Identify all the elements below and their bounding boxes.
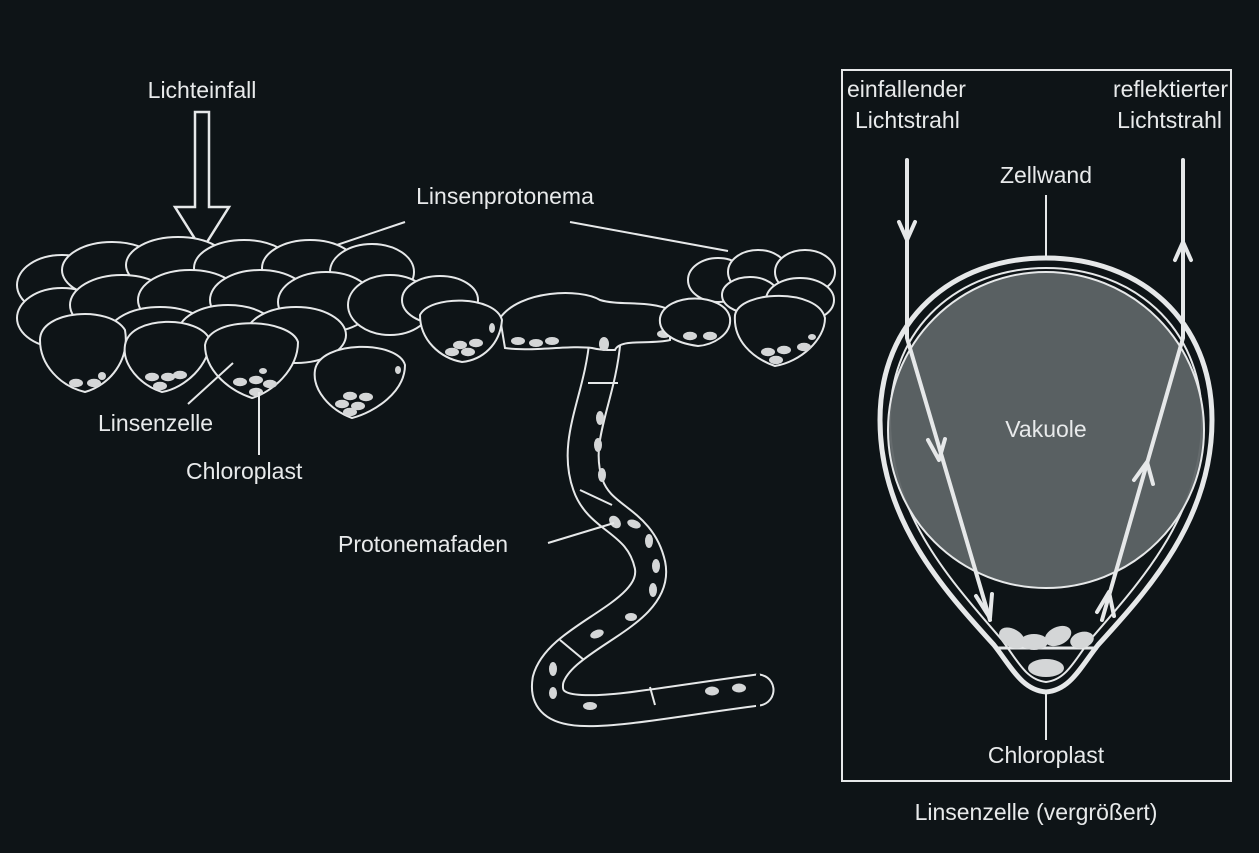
label-incident-ray-line1: einfallender bbox=[847, 76, 966, 102]
label-lens-protonema: Linsenprotonema bbox=[416, 183, 594, 209]
label-cell-wall: Zellwand bbox=[999, 162, 1093, 188]
lens-cell-chloroplasts-right bbox=[683, 331, 816, 365]
lens-cells-left-front bbox=[38, 299, 504, 420]
inset-frame bbox=[841, 69, 1232, 782]
label-reflected-ray-line2: Lichtstrahl bbox=[1117, 107, 1222, 133]
reflected-ray bbox=[1095, 158, 1193, 622]
label-light-incidence: Lichteinfall bbox=[147, 77, 257, 103]
vacuole bbox=[887, 271, 1205, 589]
protonema-junction bbox=[498, 292, 671, 352]
label-vacuole: Vakuole bbox=[1005, 416, 1087, 442]
lens-cell-chloroplasts-left bbox=[69, 323, 495, 417]
label-inset-chloroplast: Chloroplast bbox=[987, 742, 1105, 768]
filament-leader bbox=[547, 522, 615, 544]
inset-caption: Linsenzelle (vergrößert) bbox=[914, 799, 1158, 825]
protonema-filament bbox=[531, 323, 775, 728]
label-chloroplast: Chloroplast bbox=[186, 458, 303, 484]
filament-chloroplasts bbox=[549, 411, 746, 710]
lens-protonema-left-back bbox=[16, 236, 479, 364]
incident-ray bbox=[897, 158, 994, 622]
label-incident-ray-line2: Lichtstrahl bbox=[855, 107, 960, 133]
label-reflected-ray-line1: reflektierter bbox=[1112, 76, 1228, 102]
left-label-leaders bbox=[187, 362, 260, 455]
filament-septa bbox=[559, 382, 656, 706]
label-protonema-filament: Protonemafaden bbox=[338, 531, 509, 557]
light-arrow-icon bbox=[172, 110, 232, 253]
inset-chloroplasts bbox=[999, 625, 1094, 677]
label-lens-cell: Linsenzelle bbox=[98, 410, 214, 436]
inset-lens-cell bbox=[877, 255, 1215, 695]
